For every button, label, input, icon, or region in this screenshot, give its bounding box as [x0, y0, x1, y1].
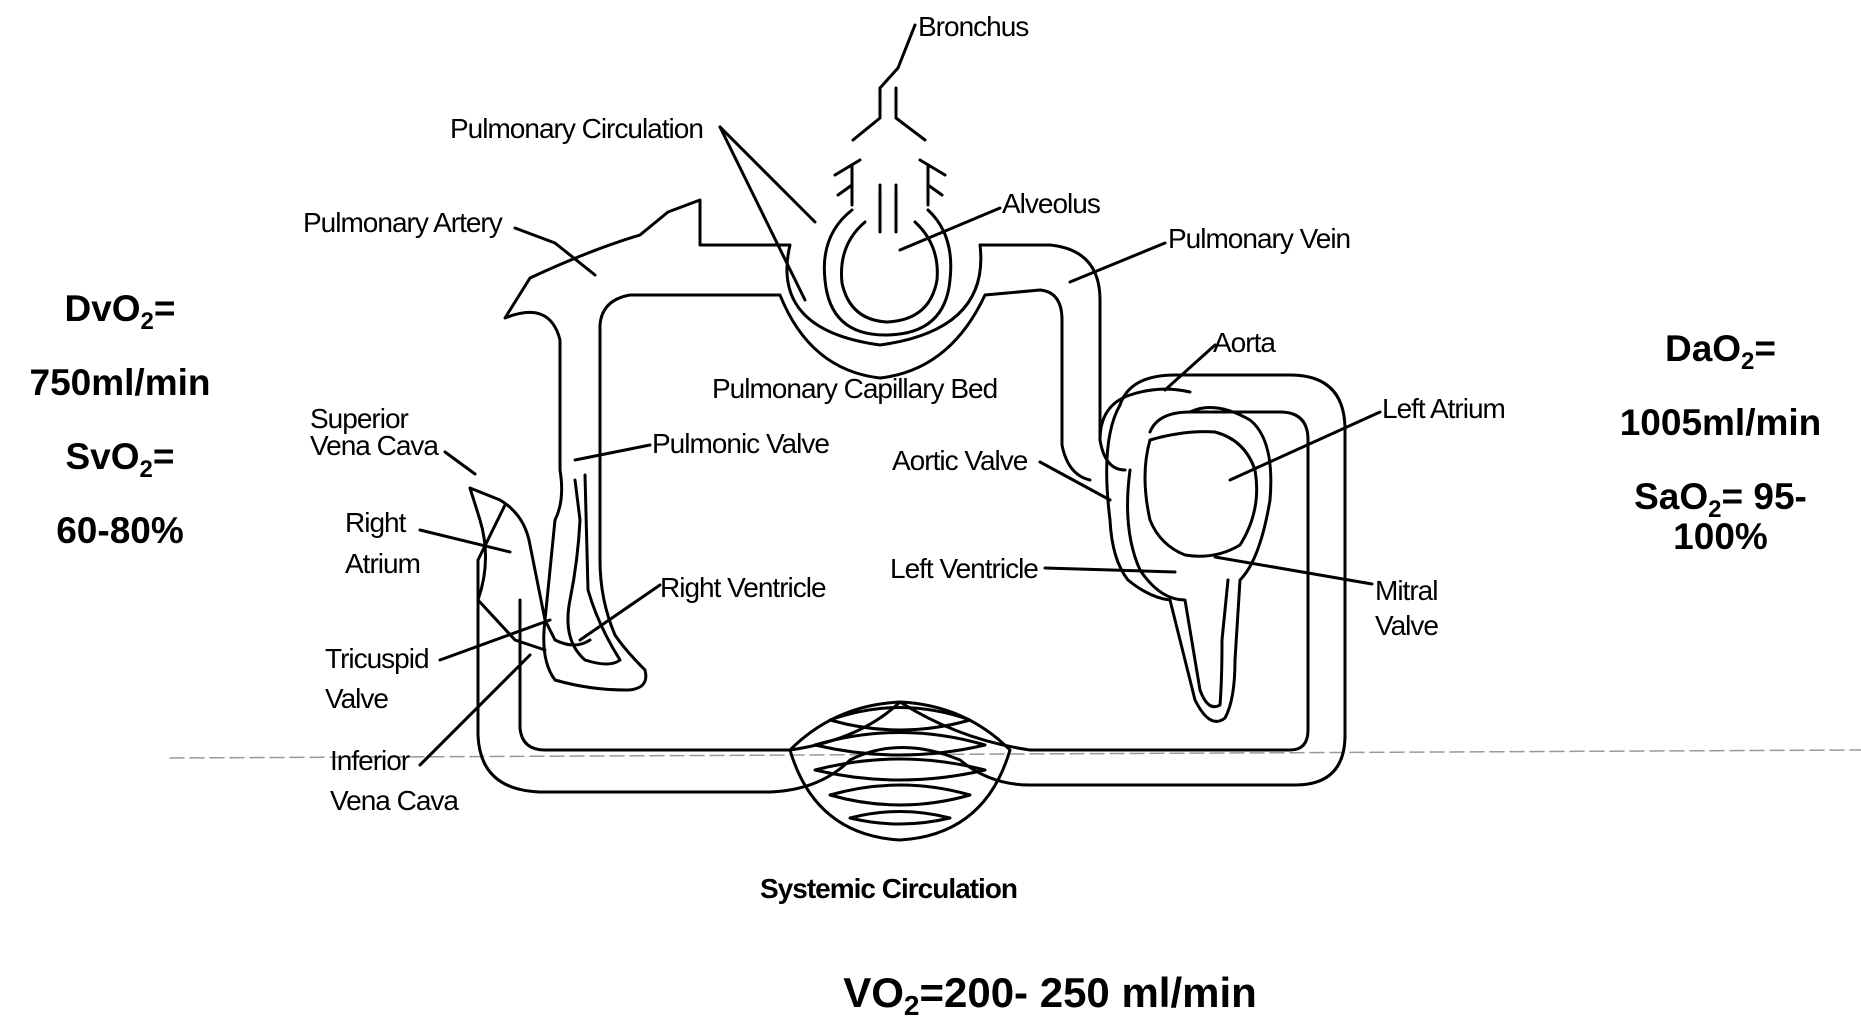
label-aortic-valve: Aortic Valve [892, 445, 1028, 476]
label-mitral-valve-1: Mitral [1375, 575, 1437, 606]
leader-svc [445, 452, 475, 474]
superior-vena-cava [470, 488, 590, 645]
bronchus-tube-left [835, 88, 880, 175]
leader-aortic-valve [1040, 462, 1110, 500]
label-right-atrium-2: Atrium [345, 548, 420, 579]
capillary-loop-5 [850, 812, 950, 825]
leader-right-ventricle [580, 585, 660, 640]
scan-line [170, 750, 1861, 758]
svo2-value: 60-80% [0, 512, 240, 586]
svo2-label: SvO2= [0, 438, 240, 512]
label-bronchus: Bronchus [918, 11, 1028, 42]
leader-pulm-circ-2 [720, 127, 805, 300]
label-pulmonary-capillary-bed: Pulmonary Capillary Bed [712, 373, 997, 404]
label-pulmonary-artery: Pulmonary Artery [303, 207, 503, 238]
dvo2-value: 750ml/min [0, 364, 240, 438]
alveolus-inner [841, 222, 937, 322]
leader-pulm-vein [1070, 243, 1165, 282]
label-mitral-valve-2: Valve [1375, 610, 1438, 641]
bronchus-stem [880, 185, 896, 232]
label-systemic-circulation: Systemic Circulation [760, 873, 1017, 904]
leader-right-atrium [420, 530, 510, 552]
label-tricuspid-valve-2: Valve [325, 683, 388, 714]
right-stats: DaO2= 1005ml/min SaO2= 95- 100% [1580, 330, 1861, 592]
left-atrium-inner [1145, 432, 1257, 557]
label-pulmonic-valve: Pulmonic Valve [652, 428, 829, 459]
leader-bronchus [880, 25, 915, 88]
capillary-loop-2 [815, 733, 985, 756]
left-stats: DvO2= 750ml/min SvO2= 60-80% [0, 290, 240, 586]
capillary-loop-4 [830, 785, 970, 805]
alveolus-outline [824, 210, 950, 335]
leader-left-ventricle [1045, 568, 1175, 572]
label-left-ventricle: Left Ventricle [890, 553, 1038, 584]
dao2-value: 1005ml/min [1580, 404, 1861, 478]
leader-pulmonic-valve [575, 445, 650, 460]
label-alveolus: Alveolus [1002, 188, 1100, 219]
label-inferior-vena-cava-2: Vena Cava [330, 785, 459, 816]
label-aorta: Aorta [1213, 327, 1276, 358]
label-pulmonary-vein: Pulmonary Vein [1168, 223, 1350, 254]
dao2-label: DaO2= [1580, 330, 1861, 404]
vo2-stat: VO2=200- 250 ml/min [700, 972, 1400, 1020]
label-pulmonary-circulation: Pulmonary Circulation [450, 113, 703, 144]
bronchus-tube-right [896, 88, 945, 175]
leader-pulm-circ-1 [720, 127, 815, 222]
leader-aorta [1165, 345, 1215, 390]
sao2-label: SaO2= 95- [1580, 478, 1861, 518]
sao2-value: 100% [1580, 518, 1861, 592]
dvo2-label: DvO2= [0, 290, 240, 364]
label-inferior-vena-cava-1: Inferior [330, 745, 410, 776]
right-ventricle-inner [568, 475, 620, 664]
label-tricuspid-valve-1: Tricuspid [325, 643, 429, 674]
label-superior-vena-cava-2: Vena Cava [310, 430, 439, 461]
label-left-atrium: Left Atrium [1382, 393, 1505, 424]
label-right-atrium-1: Right [345, 507, 407, 538]
leader-ivc [420, 655, 530, 765]
bronchus-rings [838, 165, 942, 205]
left-ventricle [1128, 470, 1228, 707]
right-ventricle-outer [544, 465, 646, 690]
label-right-ventricle: Right Ventricle [660, 572, 826, 603]
leader-tricuspid [440, 620, 550, 660]
